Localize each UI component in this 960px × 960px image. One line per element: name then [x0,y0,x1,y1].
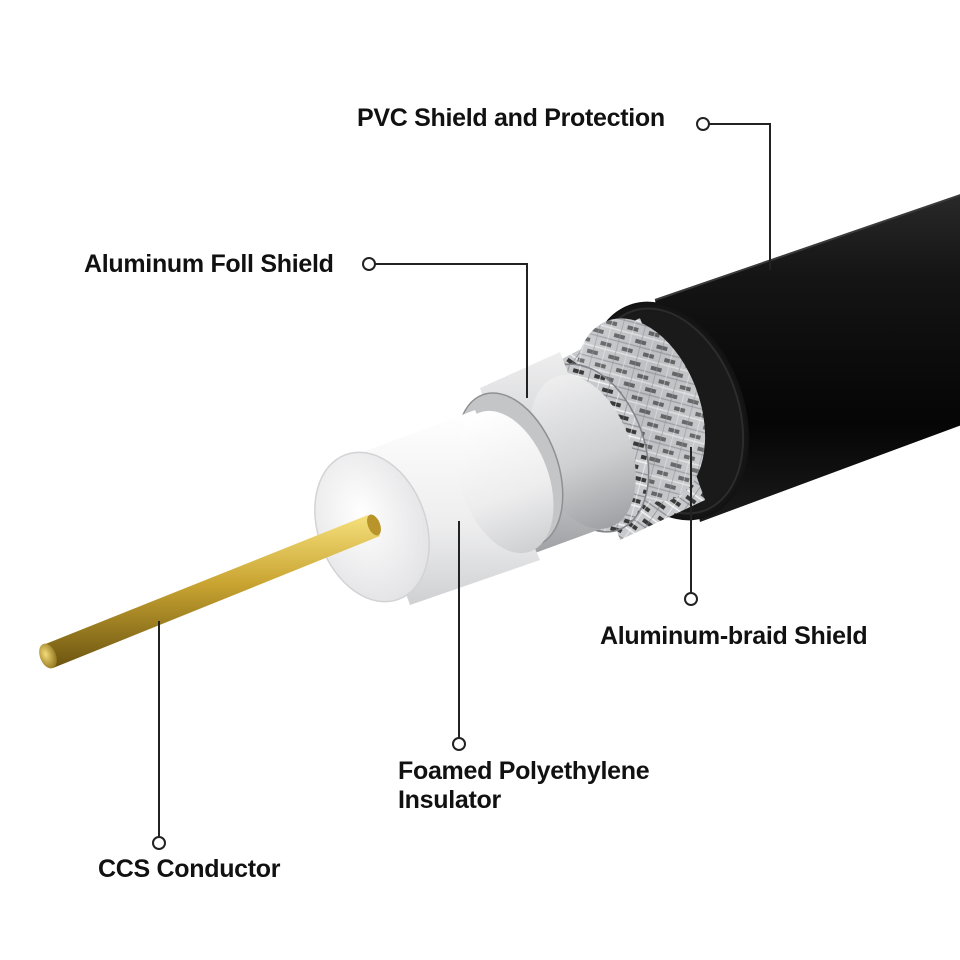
braid-leader-line [684,447,698,606]
pvc-leader-line [696,117,771,270]
conductor-leader-line [152,621,166,850]
pvc-shield-label: PVC Shield and Protection [357,104,665,132]
aluminum-braid-shield-label: Aluminum-braid Shield [600,622,868,650]
ccs-conductor-label: CCS Conductor [98,855,281,883]
foamed-polyethylene-insulator-label: Foamed Polyethylene Insulator [398,757,650,815]
insulator-label-line-1: Foamed Polyethylene [398,757,650,785]
foil-leader-line [362,257,528,398]
aluminum-foil-shield-label: Aluminum Foll Shield [84,250,334,278]
insulator-label-line-2: Insulator [398,786,501,814]
insulator-leader-line [452,521,466,751]
dielectric [314,410,554,605]
center-conductor [39,514,381,669]
